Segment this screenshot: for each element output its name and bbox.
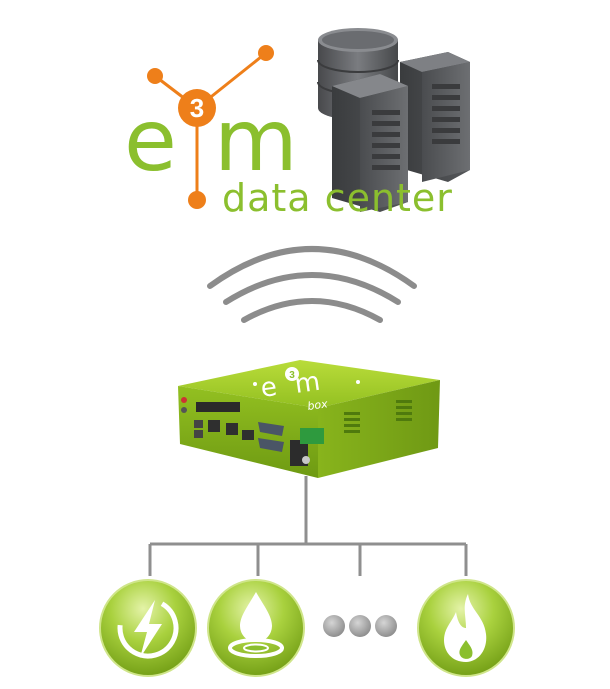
logo-tagline: data center: [222, 176, 453, 220]
logo-letter-e: e: [124, 91, 177, 191]
box-logo-e: e: [259, 372, 279, 404]
gas-flame-icon: [417, 579, 515, 677]
electricity-icon: [99, 579, 197, 677]
server-stack-icon: [317, 28, 470, 212]
box-logo-circle: [285, 367, 299, 381]
card-slot: [196, 402, 240, 412]
e3m-logo: 3 e m: [124, 45, 298, 209]
lan-port: [208, 420, 220, 432]
com-port: [258, 438, 284, 452]
connection-tree: [148, 476, 468, 576]
logo-letter-m: m: [214, 91, 298, 191]
box-logo-sub: box: [307, 397, 329, 413]
usb-port: [194, 430, 203, 438]
logo-node-dot: [258, 45, 274, 61]
e3m-box-device: 3 e m box: [178, 360, 440, 478]
lan-port: [226, 423, 238, 435]
box-logo-superscript: 3: [289, 370, 295, 381]
lan-port: [242, 430, 254, 440]
logo-node-dot: [188, 191, 206, 209]
logo-superscript: 3: [190, 93, 204, 123]
terminal-block: [300, 428, 324, 444]
wireless-signal-icon: [207, 246, 417, 323]
water-drop-icon: [207, 579, 305, 677]
com-port: [258, 422, 284, 436]
logo-node-dot: [147, 68, 163, 84]
box-logo-m: m: [293, 367, 322, 400]
logo-superscript-circle: [178, 89, 216, 127]
more-dots-icon: [323, 615, 397, 637]
usb-port: [194, 420, 203, 428]
